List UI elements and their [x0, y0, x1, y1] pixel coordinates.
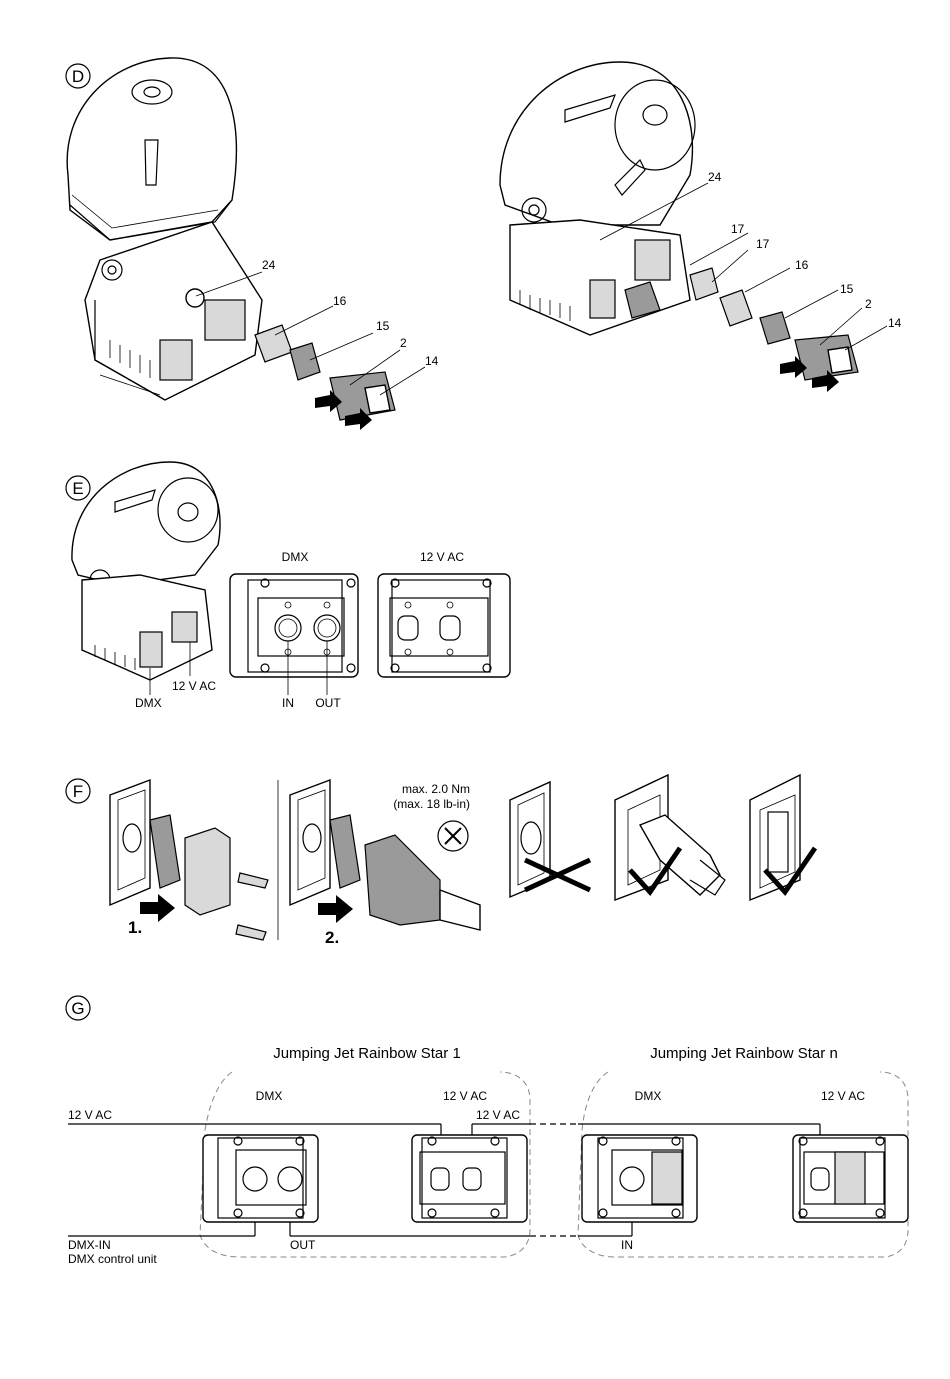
lamp-illustration-right: [500, 62, 695, 335]
torque-limit-nm: max. 2.0 Nm: [402, 782, 470, 796]
section-g-letter: G: [71, 999, 84, 1018]
section-e-letter: E: [72, 479, 83, 498]
dmx-in-label: DMX-IN: [68, 1238, 111, 1252]
lamp-label-12vac: 12 V AC: [172, 679, 216, 693]
cable-step2: [440, 890, 480, 930]
unit-n-in-label: IN: [621, 1238, 633, 1252]
unit-n-title: Jumping Jet Rainbow Star n: [650, 1045, 838, 1062]
unit-n-blank-cap: [652, 1152, 682, 1204]
section-e: E 12 V AC DMX DMX: [66, 462, 510, 710]
unit-1-dmx-panel: [203, 1135, 318, 1222]
plug-step2: [365, 835, 440, 925]
arrow-step1: [140, 894, 175, 922]
lamp-label-dmx: DMX: [135, 696, 162, 710]
section-f-letter: F: [73, 782, 83, 801]
correct-mount-cap-illustration: [750, 775, 815, 900]
callout-17a-right: 17: [731, 222, 745, 236]
callout-14-right: 14: [888, 316, 902, 330]
unit-n-ac-panel: [793, 1135, 908, 1222]
callout-14-left: 14: [425, 354, 439, 368]
callout-15-right: 15: [840, 282, 854, 296]
unit-n-ac-blank-cap: [835, 1152, 865, 1204]
section-d: D: [66, 58, 902, 430]
ac-panel: [378, 574, 510, 677]
unit-1-ac-label: 12 V AC: [443, 1089, 487, 1103]
lamp-illustration-left: [67, 58, 262, 400]
step-1-illustration: [110, 780, 268, 940]
unit-1-title: Jumping Jet Rainbow Star 1: [273, 1045, 461, 1062]
lamp-illustration-e: [72, 462, 220, 695]
nut-16-left: [255, 325, 292, 362]
callout-15-left: 15: [376, 319, 390, 333]
nipple-17-right: [690, 268, 718, 300]
screw-1a: [238, 873, 268, 888]
section-g: G Jumping Jet Rainbow Star 1 Jumping Jet…: [66, 996, 908, 1266]
section-d-letter: D: [72, 67, 84, 86]
torque-limit-lbin: (max. 18 lb-in): [393, 797, 470, 811]
unit-1-dmx-label: DMX: [256, 1089, 283, 1103]
screw-1b: [236, 925, 266, 940]
dmx-out-label: OUT: [315, 696, 341, 710]
cap-step1: [185, 828, 230, 915]
clamp-14-right: [828, 347, 852, 373]
arrow-step2: [318, 895, 353, 923]
step-1-label: 1.: [128, 918, 142, 937]
callout-24-right: 24: [708, 170, 722, 184]
ferrule-15-left: [290, 343, 320, 380]
dmx-panel: [230, 574, 358, 695]
incorrect-mount-illustration: [510, 782, 590, 897]
callout-17b-right: 17: [756, 237, 770, 251]
unit-1-out-label: OUT: [290, 1238, 316, 1252]
plate-step1: [150, 815, 180, 888]
dmx-panel-title: DMX: [282, 550, 309, 564]
dmx-control-unit-label: DMX control unit: [68, 1252, 157, 1266]
unit-n-dmx-label: DMX: [635, 1089, 662, 1103]
callout-16-left: 16: [333, 294, 347, 308]
correct-mount-plug-illustration: [615, 775, 725, 900]
callout-16-right: 16: [795, 258, 809, 272]
nut-16-right: [720, 290, 752, 326]
clamp-14-left: [365, 385, 390, 413]
callout-2-right: 2: [865, 297, 872, 311]
ferrule-15-right: [760, 312, 790, 344]
unit-n-ac-label: 12 V AC: [821, 1089, 865, 1103]
torque-warning-icon: [438, 821, 468, 851]
dmx-in-label: IN: [282, 696, 294, 710]
ac-feed-label: 12 V AC: [68, 1108, 112, 1122]
unit-1-ac-panel: [412, 1135, 527, 1222]
ac-panel-title: 12 V AC: [420, 550, 464, 564]
unit-n-dmx-panel: [582, 1135, 697, 1222]
section-f: F 1. 2. max. 2.0 Nm (max. 18 lb-in): [66, 775, 815, 947]
callout-2-left: 2: [400, 336, 407, 350]
callout-24-left: 24: [262, 258, 276, 272]
step-2-label: 2.: [325, 928, 339, 947]
unit-1-ac-out-label: 12 V AC: [476, 1108, 520, 1122]
